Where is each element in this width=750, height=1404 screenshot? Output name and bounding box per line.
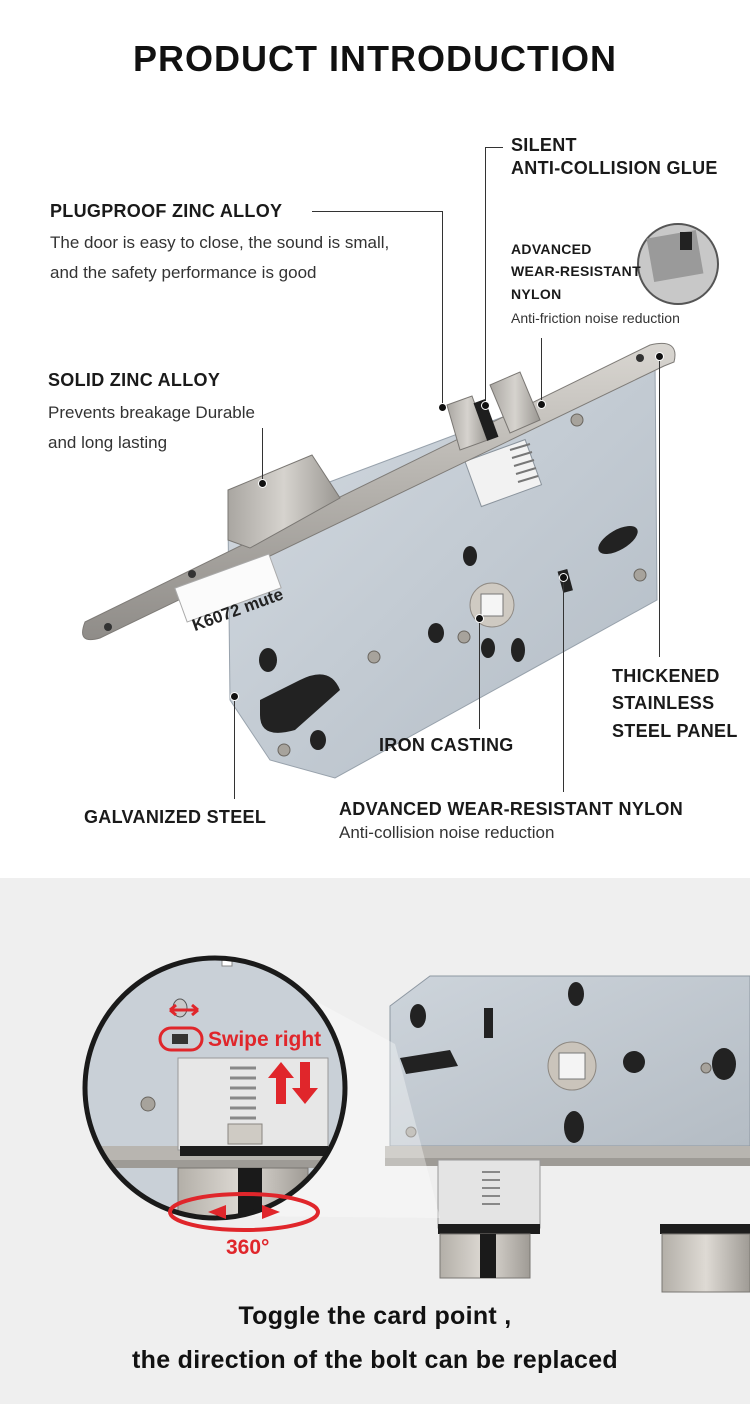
callout-dot-iron: [475, 614, 484, 623]
callout-line-plugproof-v: [442, 211, 443, 407]
callout-line-plugproof-h: [312, 211, 442, 212]
up-down-arrows-icon: [268, 1062, 318, 1104]
callout-dot-galvanized: [230, 692, 239, 701]
mortise-lock-illustration: K6072 mute: [82, 223, 719, 779]
label-plugproof-desc-1: The door is easy to close, the sound is …: [50, 233, 390, 252]
callout-dot-solid: [258, 479, 267, 488]
label-iron-casting: IRON CASTING: [379, 735, 514, 755]
callout-dot-silent: [481, 401, 490, 410]
callout-dot-plugproof: [438, 403, 447, 412]
rotation-label: 360°: [226, 1236, 269, 1259]
reversible-bolt-section: Swipe right 360° Toggle the card point ,…: [0, 878, 750, 1404]
product-introduction-section: PRODUCT INTRODUCTION: [48, 38, 738, 842]
callout-line-solid: [262, 428, 263, 484]
caption-line-2: the direction of the bolt can be replace…: [132, 1346, 618, 1374]
callout-line-silent-h: [485, 147, 503, 148]
label-nylon-top-line1: ADVANCED: [511, 241, 592, 257]
rotation-arrow-icon: [168, 1192, 320, 1232]
reversible-bolt-illustration: Swipe right 360°: [82, 955, 750, 1293]
label-solid-zinc-alloy: SOLID ZINC ALLOY: [48, 370, 221, 390]
label-nylon-top-desc: Anti-friction noise reduction: [511, 310, 680, 326]
caption-line-1: Toggle the card point ,: [238, 1302, 512, 1330]
label-thickened-line1: THICKENED: [612, 666, 720, 686]
callout-dot-nylon-bottom: [559, 573, 568, 582]
callout-line-nylon-bottom: [563, 578, 564, 792]
callout-line-silent-v: [485, 147, 486, 405]
label-thickened-line2: STAINLESS: [612, 693, 715, 713]
label-plugproof-desc-2: and the safety performance is good: [50, 263, 317, 282]
page-title: PRODUCT INTRODUCTION: [133, 38, 617, 79]
callout-line-iron: [479, 619, 480, 729]
label-nylon-bottom: ADVANCED WEAR-RESISTANT NYLON: [339, 799, 684, 819]
callout-dot-thickened: [655, 352, 664, 361]
label-galvanized-steel: GALVANIZED STEEL: [84, 807, 267, 827]
label-nylon-top-line3: NYLON: [511, 286, 562, 302]
swipe-right-annotation: [158, 1003, 204, 1052]
callout-dot-nylon-top: [537, 400, 546, 409]
label-solid-desc-1: Prevents breakage Durable: [48, 403, 255, 422]
label-nylon-top-line2: WEAR-RESISTANT: [511, 263, 641, 279]
callout-line-galvanized: [234, 697, 235, 799]
latch-bolt: [227, 454, 341, 549]
label-solid-desc-2: and long lasting: [48, 433, 168, 452]
callout-line-thickened: [659, 357, 660, 657]
label-nylon-bottom-desc: Anti-collision noise reduction: [339, 823, 555, 842]
label-thickened-line3: STEEL PANEL: [612, 721, 738, 741]
swipe-right-label: Swipe right: [208, 1028, 321, 1051]
label-silent-line2: ANTI-COLLISION GLUE: [511, 158, 718, 178]
label-plugproof-zinc-alloy: PLUGPROOF ZINC ALLOY: [50, 201, 283, 221]
label-silent-line1: SILENT: [511, 135, 577, 155]
callout-line-nylon-top: [541, 338, 542, 404]
